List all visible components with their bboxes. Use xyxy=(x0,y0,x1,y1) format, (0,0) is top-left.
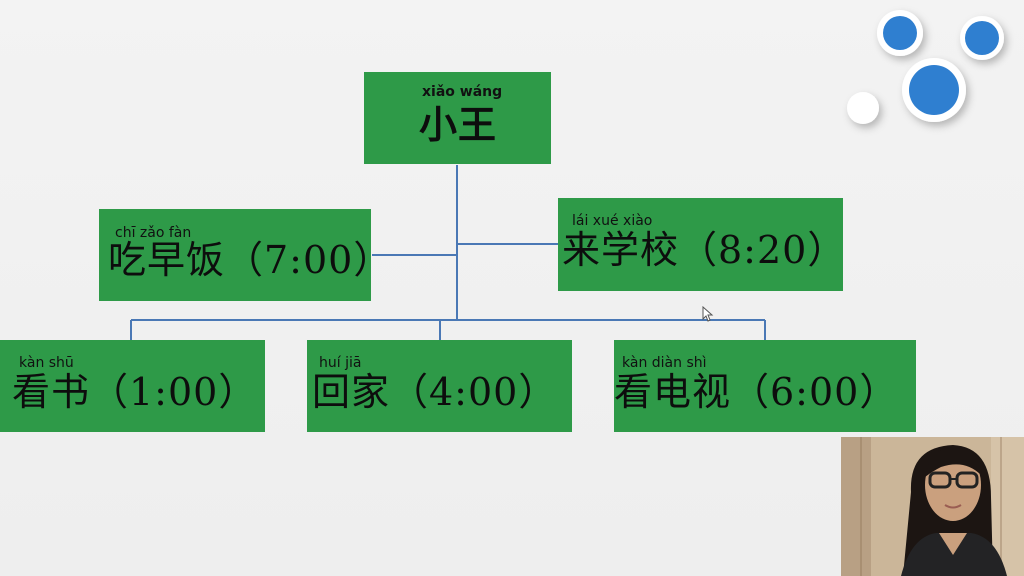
presenter-webcam xyxy=(841,437,1024,576)
node-home: huí jiā 回家（4:00） xyxy=(307,340,572,432)
node-school-label: 来学校（8:20） xyxy=(562,228,847,272)
node-tv-label: 看电视（6:00） xyxy=(614,370,899,414)
node-breakfast-pinyin: chī zǎo fàn xyxy=(115,225,192,241)
node-breakfast-label: 吃早饭（7:00） xyxy=(108,238,393,282)
node-read-pinyin: kàn shū xyxy=(19,355,74,371)
root-label: 小王 xyxy=(419,102,498,147)
root-pinyin: xiǎo wáng xyxy=(422,84,503,100)
mouse-cursor-icon xyxy=(702,306,714,322)
node-school: lái xué xiào 来学校（8:20） xyxy=(558,198,847,291)
decorative-circles xyxy=(847,10,1004,124)
node-home-pinyin: huí jiā xyxy=(319,355,362,371)
node-school-pinyin: lái xué xiào xyxy=(572,213,653,229)
node-read: kàn shū 看书（1:00） xyxy=(0,340,265,432)
node-read-label: 看书（1:00） xyxy=(12,370,258,414)
root-node: xiǎo wáng 小王 xyxy=(364,72,551,164)
node-breakfast: chī zǎo fàn 吃早饭（7:00） xyxy=(99,209,391,301)
presenter-image xyxy=(841,437,1024,576)
node-tv-pinyin: kàn diàn shì xyxy=(622,355,707,371)
node-home-label: 回家（4:00） xyxy=(312,370,558,414)
node-tv: kàn diàn shì 看电视（6:00） xyxy=(614,340,916,432)
white-circle xyxy=(847,92,879,124)
